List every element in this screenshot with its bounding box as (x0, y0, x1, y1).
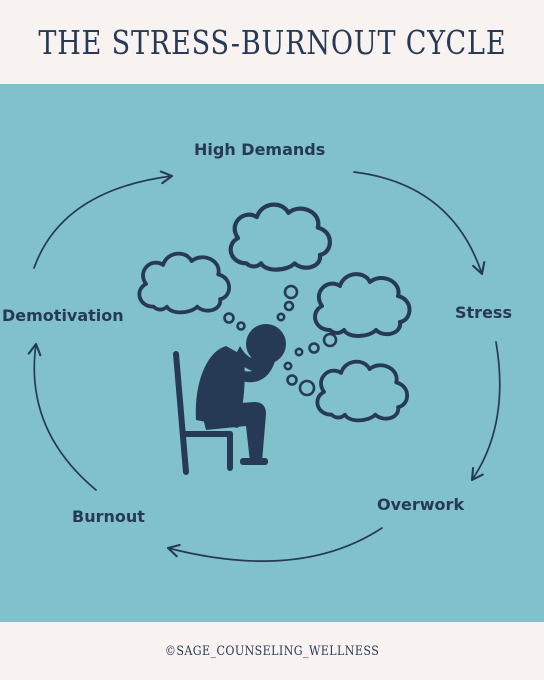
step-high-demands: High Demands (194, 140, 326, 159)
step-demotivation: Demotivation (2, 306, 124, 325)
thought-cloud-icon (313, 272, 412, 338)
thought-cloud-icon (231, 205, 330, 270)
thought-bubble-icon (294, 347, 304, 357)
cycle-graphic (27, 170, 501, 562)
thought-bubble-icon (322, 332, 338, 348)
arrow-to-overwork-icon (470, 341, 501, 482)
step-burnout: Burnout (72, 507, 145, 526)
cycle-arrows (27, 170, 501, 562)
step-overwork: Overwork (377, 495, 465, 514)
stressed-person-icon (195, 324, 286, 465)
thought-cloud-icon (137, 251, 232, 315)
step-stress: Stress (455, 303, 512, 322)
thought-bubble-icon (223, 312, 235, 324)
thought-bubble-icon (298, 379, 316, 397)
footer: ©SAGE_COUNSELING_WELLNESS (0, 622, 544, 680)
thought-bubble-icon (276, 312, 286, 322)
cycle-diagram: High Demands Stress Overwork Burnout Dem… (0, 84, 544, 622)
page-title: THE STRESS-BURNOUT CYCLE (37, 22, 507, 62)
header: THE STRESS-BURNOUT CYCLE (0, 0, 544, 84)
thought-bubble-icon (283, 361, 293, 371)
thought-bubbles (223, 284, 338, 397)
thought-bubble-icon (308, 342, 320, 354)
social-handle: ©SAGE_COUNSELING_WELLNESS (164, 643, 380, 659)
thought-bubble-icon (283, 284, 299, 300)
arrow-to-burnout-icon (166, 527, 383, 562)
thought-bubble-icon (236, 321, 246, 331)
thought-bubble-icon (286, 374, 298, 386)
arrow-to-demotivation-icon (27, 342, 97, 491)
chair-icon (173, 351, 233, 475)
thought-bubble-icon (283, 300, 295, 312)
arrow-to-stress-icon (353, 171, 486, 276)
thought-cloud-icon (315, 359, 410, 423)
arrow-to-high-demands-icon (33, 170, 174, 269)
